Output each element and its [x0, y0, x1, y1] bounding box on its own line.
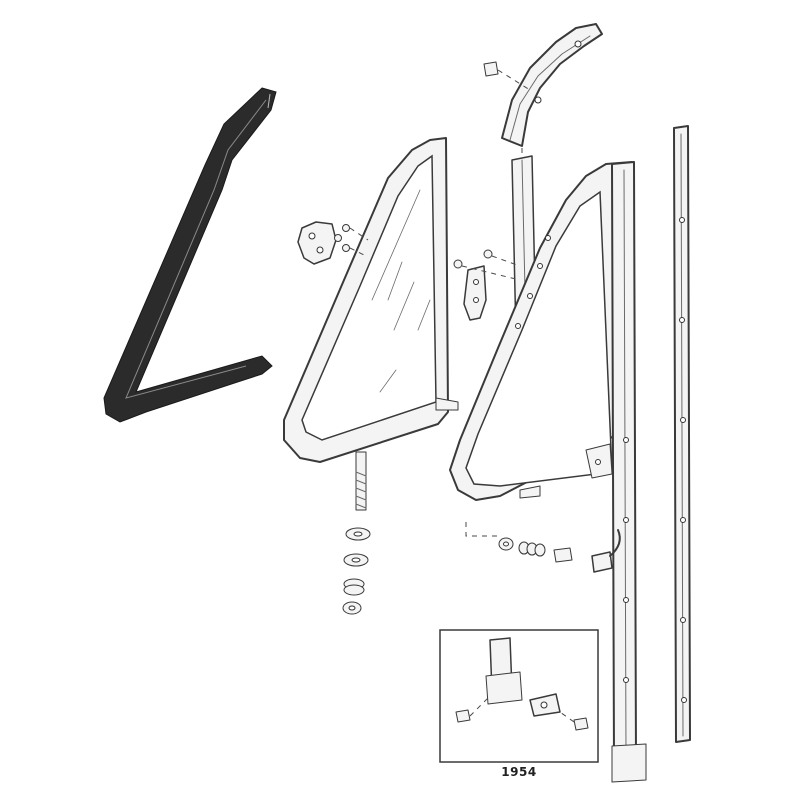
lower-hinge-plate [463, 265, 487, 321]
tension-spring [343, 578, 365, 596]
vent-glass-pane [371, 189, 431, 393]
spring-washer [345, 527, 371, 541]
latch-washer [498, 537, 514, 551]
door-glass-run-strip [673, 125, 691, 743]
latch-hardware [465, 522, 573, 563]
vent-latch-handle [591, 529, 621, 573]
hinge-screws [453, 249, 521, 281]
channel-screw [483, 61, 531, 91]
inset-1954-variant [439, 629, 599, 763]
latch-spring [518, 541, 546, 557]
bracket-screws [334, 224, 369, 257]
lower-pivot-shaft [355, 451, 367, 511]
vertical-run-channel [611, 161, 647, 783]
upper-pivot-bracket [297, 221, 337, 265]
latch-pin [553, 547, 573, 563]
friction-washer [343, 553, 369, 567]
inset-screw-right [559, 711, 589, 731]
inset-clip [529, 693, 561, 717]
adjusting-nut [342, 601, 362, 615]
vent-window-weatherstrip [103, 87, 277, 423]
inset-caption: 1954 [501, 765, 537, 779]
vent-glass-frame [283, 137, 459, 511]
vent-window-outer-frame [449, 161, 635, 501]
upper-division-channel [501, 23, 603, 147]
inset-bracket [485, 637, 523, 705]
pivot-hardware-stack [342, 527, 371, 615]
inset-screw-left [455, 697, 489, 723]
